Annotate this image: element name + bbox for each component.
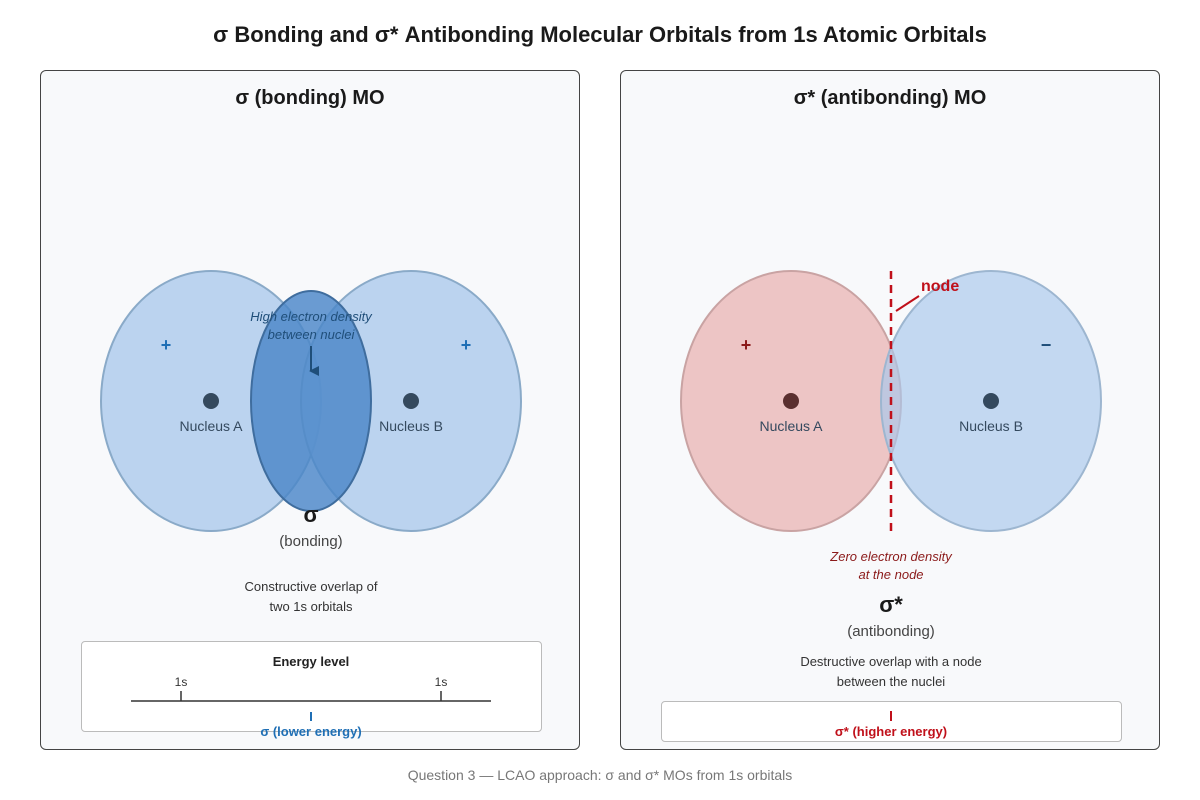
bonding-description-line2: two 1s orbitals (269, 599, 353, 614)
antibonding-diagram: node + − Nucleus A Nucleus B Zero electr… (680, 270, 1102, 739)
nucleus-b-label: Nucleus B (959, 418, 1023, 434)
bonding-diagram: + + Nucleus A Nucleus B High electron de… (100, 270, 522, 739)
density-annotation-line2: between nuclei (268, 327, 356, 342)
nucleus-a-label: Nucleus A (179, 418, 243, 434)
energy-ao-right-label: 1s (435, 675, 448, 689)
antibonding-description-line2: between the nuclei (837, 674, 946, 689)
phase-sign-right: + (461, 335, 472, 355)
energy-mo-label: σ (lower energy) (260, 724, 361, 739)
node-pointer (895, 295, 920, 312)
sigma-symbol: σ (303, 502, 318, 527)
nucleus-b-label: Nucleus B (379, 418, 443, 434)
antibonding-description-line1: Destructive overlap with a node (800, 654, 981, 669)
energy-mo-label: σ* (higher energy) (835, 724, 947, 739)
sigma-star-subtitle: (antibonding) (847, 623, 935, 640)
phase-sign-left: + (161, 335, 172, 355)
main-title: σ Bonding and σ* Antibonding Molecular O… (213, 22, 987, 47)
energy-level-title: Energy level (273, 654, 350, 669)
density-annotation-line1: High electron density (250, 309, 373, 324)
footer-caption: Question 3 — LCAO approach: σ and σ* MOs… (407, 767, 793, 783)
sigma-star-symbol: σ* (879, 592, 903, 617)
node-label: node (921, 278, 959, 295)
antibonding-panel: σ* (antibonding) MO node + − Nucleus A N… (620, 70, 1160, 750)
nucleus-a-dot (783, 393, 799, 409)
nucleus-a-dot (203, 393, 219, 409)
bonding-panel: σ (bonding) MO + + Nucleus A Nucleus B H… (40, 70, 580, 750)
zero-density-line2: at the node (858, 567, 923, 582)
energy-ao-left-label: 1s (175, 675, 188, 689)
antibonding-energy-box (661, 701, 1122, 742)
nucleus-b-dot (983, 393, 999, 409)
nucleus-b-dot (403, 393, 419, 409)
phase-sign-left: + (741, 335, 752, 355)
zero-density-line1: Zero electron density (829, 549, 953, 564)
bonding-panel-title: σ (bonding) MO (235, 87, 385, 109)
bonding-overlap-region (250, 290, 372, 512)
phase-sign-right: − (1041, 335, 1052, 355)
nucleus-a-label: Nucleus A (759, 418, 823, 434)
bonding-description-line1: Constructive overlap of (245, 579, 378, 594)
antibonding-panel-title: σ* (antibonding) MO (793, 87, 987, 109)
sigma-subtitle: (bonding) (279, 533, 342, 550)
